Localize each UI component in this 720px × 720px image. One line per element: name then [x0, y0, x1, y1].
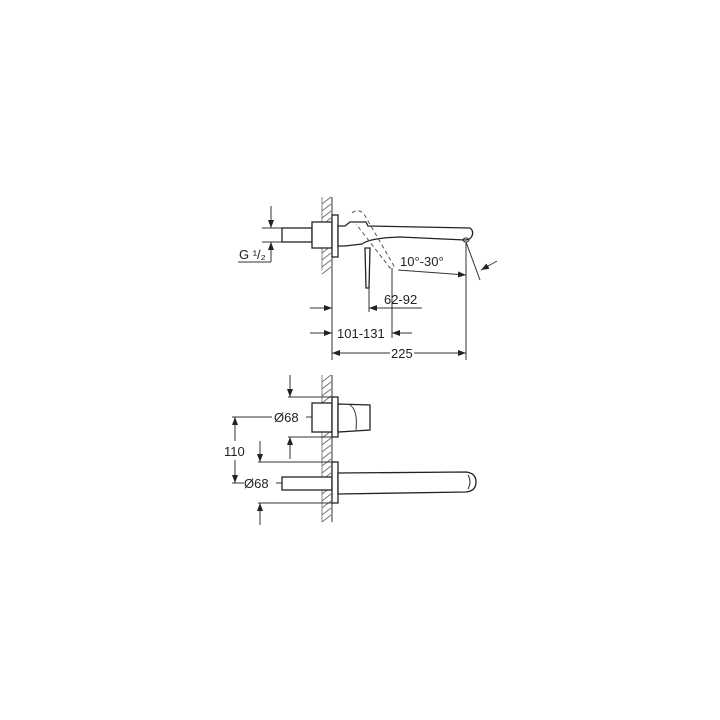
hatch-stroke — [321, 252, 332, 261]
dimension-arrow — [397, 269, 467, 278]
spout — [337, 471, 477, 495]
pipe-stub — [281, 476, 333, 491]
nut — [311, 221, 333, 249]
pipe-stub — [281, 227, 313, 243]
hatch-stroke — [321, 500, 332, 509]
side-view: G ¹/₂ 10°-30° 62-92 101-131 225 — [238, 196, 498, 361]
hatch-stroke — [321, 196, 332, 205]
center-distance-label: 110 — [224, 444, 245, 459]
hatch-stroke — [321, 203, 332, 212]
mixer-flange — [331, 396, 339, 438]
hatch-stroke — [321, 507, 332, 516]
hatch-stroke — [321, 514, 332, 523]
handle-contour — [349, 404, 357, 431]
dimension-arrow — [480, 260, 498, 271]
hatch-stroke — [321, 493, 332, 502]
front-view: Ø68 110 Ø68 — [224, 374, 477, 525]
hatch-stroke — [321, 388, 332, 397]
mixer-diameter-label: Ø68 — [274, 410, 299, 425]
hatch-stroke — [321, 381, 332, 390]
hatch-stroke — [321, 444, 332, 453]
hatch-stroke — [321, 437, 332, 446]
lever-alt-position — [351, 210, 395, 269]
hatch-stroke — [321, 259, 332, 268]
projection-range-label: 101-131 — [337, 326, 385, 341]
hatch-stroke — [321, 266, 332, 275]
angle-label: 10°-30° — [400, 254, 444, 269]
wall-flange — [331, 214, 339, 258]
mixer-body — [311, 402, 333, 433]
lever-handle — [364, 247, 371, 289]
angle-line — [465, 241, 481, 281]
spout — [337, 221, 474, 247]
spout-length-label: 225 — [391, 346, 413, 361]
thread-size-label: G ¹/₂ — [239, 247, 266, 262]
mixer-handle — [337, 403, 371, 433]
hatch-stroke — [321, 374, 332, 383]
hatch-stroke — [321, 451, 332, 460]
spout-flange — [331, 461, 339, 504]
spout-diameter-label: Ø68 — [244, 476, 269, 491]
hatch-stroke — [321, 465, 332, 474]
hatch-stroke — [321, 210, 332, 219]
lever-range-label: 62-92 — [384, 292, 417, 307]
spout-tip-contour — [467, 474, 471, 490]
